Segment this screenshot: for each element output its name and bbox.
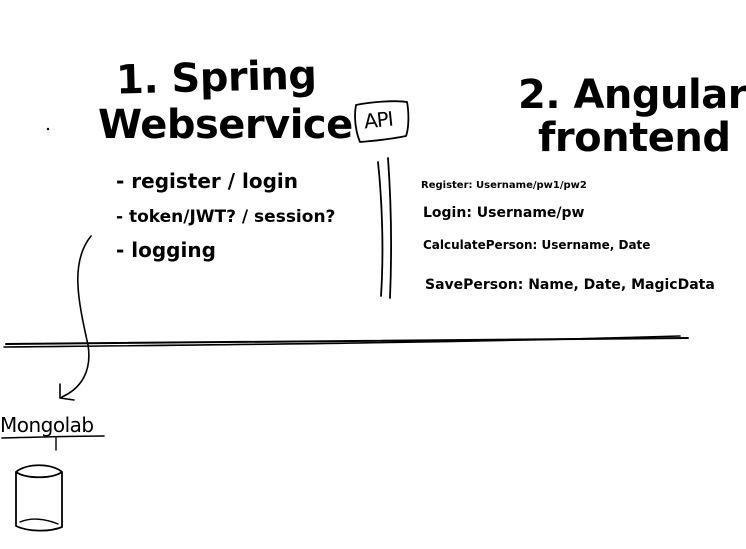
api-item-calculate-person: CalculatePerson: Username, Date	[423, 238, 651, 252]
database-cylinder-body	[15, 471, 63, 532]
api-item-login: Login: Username/pw	[423, 205, 585, 221]
horizontal-divider-2	[3, 335, 681, 348]
backend-bullet-token: - token/JWT? / session?	[116, 207, 336, 227]
api-item-register: Register: Username/pw1/pw2	[421, 180, 587, 191]
frontend-title-line2: frontend	[538, 115, 731, 161]
backend-bullet-logging: - logging	[116, 238, 216, 262]
database-label: Mongolab	[0, 413, 94, 437]
api-box	[354, 100, 410, 143]
vertical-divider-2	[387, 157, 392, 299]
database-cylinder-base	[19, 518, 59, 525]
frontend-title-line1: 2. Angular	[518, 72, 746, 118]
backend-title-line1: 1. Spring	[115, 52, 318, 104]
backend-title-line2: Webservice	[98, 102, 353, 148]
database-cylinder-icon	[15, 464, 63, 479]
api-label: API	[362, 106, 394, 134]
backend-bullet-register: - register / login	[116, 169, 298, 193]
mongolab-underline	[1, 435, 105, 439]
vertical-divider	[377, 161, 384, 297]
api-item-save-person: SavePerson: Name, Date, MagicData	[425, 277, 715, 293]
arrow-head	[59, 383, 75, 401]
arrow-to-database	[61, 235, 92, 398]
stray-dot	[46, 127, 50, 131]
